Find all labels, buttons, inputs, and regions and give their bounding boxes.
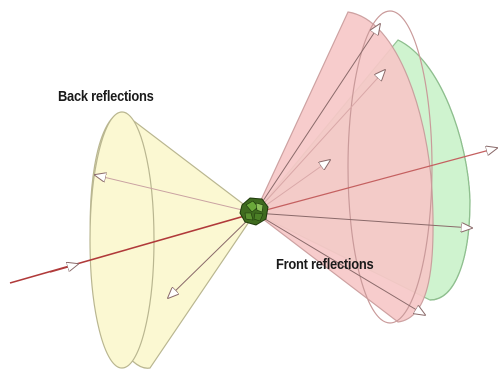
crystal-icon bbox=[240, 198, 268, 225]
back-cone-rim bbox=[90, 112, 154, 368]
front-reflections-label: Front reflections bbox=[276, 256, 373, 273]
incident-beam-arrow bbox=[50, 264, 78, 272]
back-reflections-label: Back reflections bbox=[58, 88, 154, 105]
back-cone bbox=[90, 112, 255, 368]
